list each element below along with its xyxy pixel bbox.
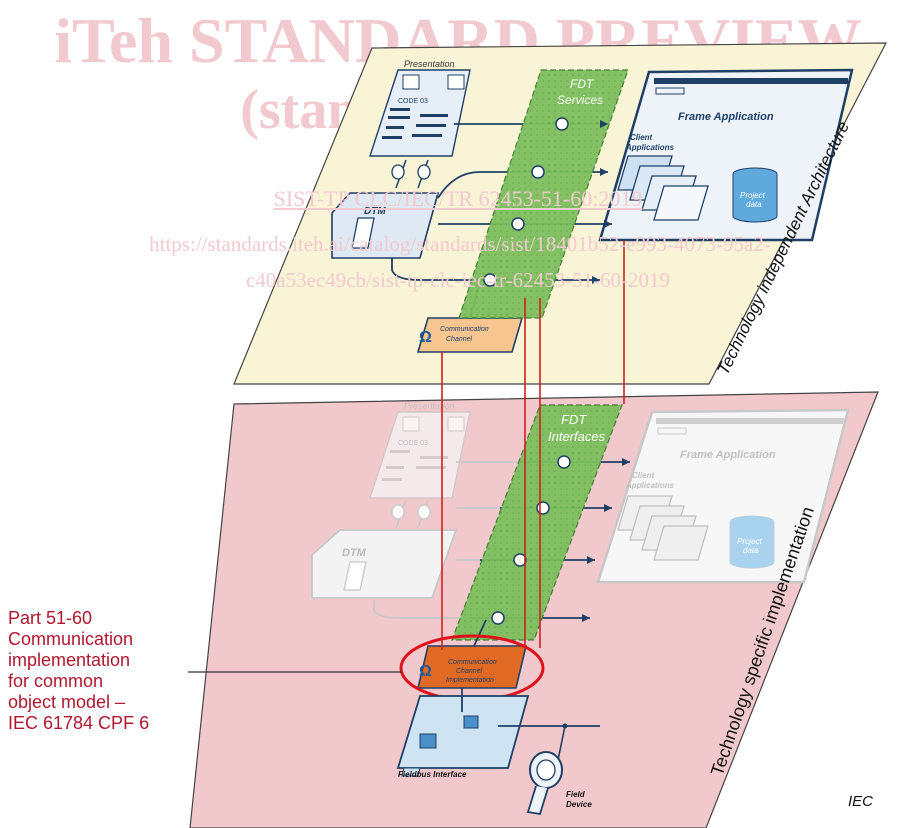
watermark-url-line-1: https://standards.iteh.ai/catalog/standa… — [149, 232, 771, 256]
watermark-url-line-2: c40a53ec49cb/sist-tp-clc-iec-tr-62453-51… — [245, 268, 671, 292]
lower-comm-channel-implementation: Communication Channel Implementation Ω — [416, 619, 528, 689]
iec-credit: IEC — [848, 793, 874, 810]
fdt-services-band — [458, 69, 629, 319]
upper-frame-application: Frame Application Client Applications Pr… — [598, 68, 854, 242]
annotation-line: implementation — [8, 650, 131, 670]
upper-project-data-label-2: data — [746, 200, 762, 209]
upper-frame-app-label: Frame Application — [678, 111, 774, 123]
part-annotation: Part 51-60 Communication implementation … — [8, 608, 198, 734]
lower-frame-application: Frame Application Client Applications Pr… — [596, 408, 850, 584]
upper-communication-channel: Communication Channel Ω — [416, 317, 524, 353]
inter-plane-lines — [441, 240, 625, 650]
upper-project-data-label-1: Project — [740, 191, 766, 200]
lower-client-apps-label-1: Client — [632, 471, 655, 480]
lower-code-label: CODE 03 — [398, 440, 428, 447]
upper-comm-channel-label-1: Communication — [440, 326, 489, 333]
lower-presentation-label: Presentation — [404, 401, 455, 411]
fdt-interfaces-band — [451, 404, 623, 641]
watermark-standard-number: SIST-TP CLC/IEC/TR 62453-51-60:2019 — [273, 186, 643, 211]
lower-project-data-label-2: data — [743, 546, 759, 555]
upper-client-apps-label-1: Client — [630, 133, 653, 142]
comm-impl-label-1: Communication — [448, 659, 497, 666]
lower-plug-icon: Ω — [419, 663, 432, 680]
annotation-line: Communication — [8, 629, 134, 649]
upper-dtm-label: DTM — [364, 206, 386, 217]
upper-code-label: CODE 03 — [398, 98, 428, 105]
field-device-label-1: Field — [566, 790, 586, 799]
annotation-line: IEC 61784 CPF 6 — [8, 713, 150, 733]
fdt-interfaces-label-1: FDT — [561, 412, 587, 427]
lower-project-data-label-1: Project — [737, 537, 763, 546]
annotation-line: Part 51-60 — [8, 608, 93, 628]
fdt-interfaces-label-2: Interfaces — [548, 429, 606, 444]
upper-dtm-block: DTM — [331, 192, 440, 259]
field-device-icon — [526, 751, 563, 816]
upper-comm-channel-label-2: Channel — [446, 336, 473, 343]
fdt-services-label-2: Services — [557, 93, 603, 107]
field-device-label-2: Device — [566, 800, 592, 809]
fieldbus-interface-label: Fieldbus Interface — [398, 770, 467, 779]
upper-plug-icon: Ω — [419, 329, 432, 346]
lower-client-apps-label-2: Applications — [625, 481, 675, 490]
fieldbus-interface-card: Fieldbus Interface — [396, 688, 530, 779]
annotation-line: for common — [8, 671, 104, 691]
comm-impl-label-2: Channel — [456, 668, 483, 675]
lower-presentation-window: Presentation CODE 03 — [369, 401, 471, 499]
annotation-line: object model – — [8, 692, 126, 712]
upper-client-apps-label-2: Applications — [625, 143, 675, 152]
comm-impl-label-3: Implementation — [446, 677, 494, 684]
lower-dtm-block: DTM — [311, 529, 458, 599]
upper-presentation-label: Presentation — [404, 59, 455, 69]
upper-presentation-window: Presentation CODE 03 — [369, 59, 471, 157]
fdt-services-label-1: FDT — [570, 77, 595, 91]
lower-dtm-label: DTM — [342, 547, 367, 559]
lower-frame-app-label: Frame Application — [680, 449, 776, 461]
